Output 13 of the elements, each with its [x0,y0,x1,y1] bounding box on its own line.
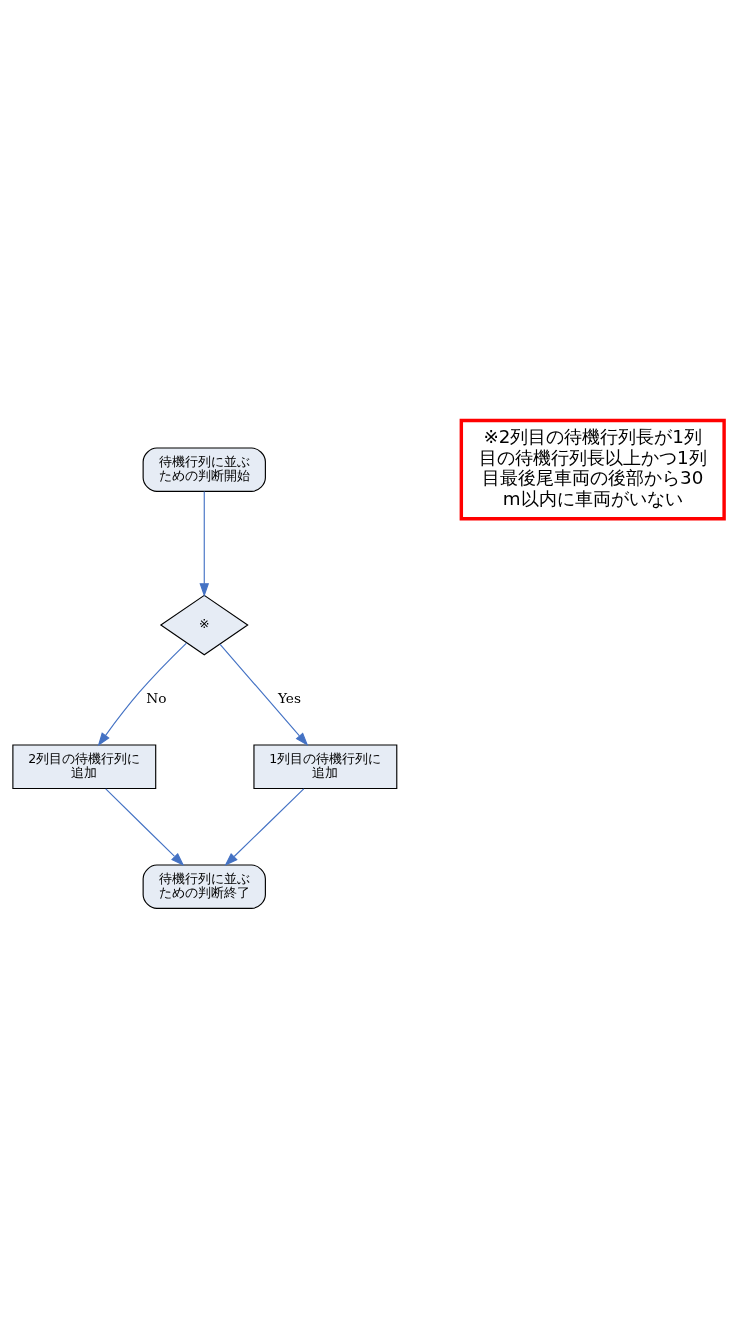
node-diamond: ※ [159,594,249,655]
edge-label: Yes [277,689,301,706]
arrow [224,787,305,866]
node-box: 1列目の待機行列に追加 [253,743,398,789]
node-box: 待機行列に並ぶための判断終了 [142,863,266,909]
edge-label: No [146,689,167,706]
arrow [199,490,210,597]
arrow [97,642,188,746]
node-box: 待機行列に並ぶための判断開始 [142,446,266,492]
node-box: ※2列目の待機行列長が1列目の待機行列長以上かつ1列目最後尾車両の後部から30m以内に車両がいない [459,418,726,521]
node-box: 2列目の待機行列に追加 [12,743,157,789]
arrow [219,643,309,746]
arrow [105,787,185,866]
